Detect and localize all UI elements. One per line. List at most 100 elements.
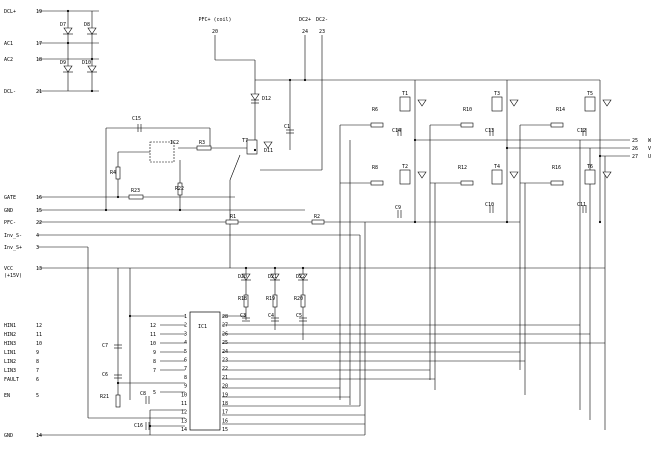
- pin-number: 9: [36, 350, 39, 356]
- pin-label: LIN3: [4, 368, 16, 374]
- part-label-r3: R3: [199, 140, 205, 146]
- part-label-c11: C11: [577, 202, 586, 208]
- junction-dot: [598, 154, 602, 158]
- part-label-d9: D9: [60, 60, 66, 66]
- ic1-right-pin: 18: [222, 401, 228, 407]
- pin-label: GND: [4, 208, 13, 214]
- ic1-left-pin: 9: [184, 384, 187, 390]
- pin-number: 8: [36, 359, 39, 365]
- junction-dot: [505, 146, 509, 150]
- top-pin-number: 24: [302, 29, 308, 35]
- part-label-c10: C10: [485, 202, 494, 208]
- ic1-right-pin: 24: [222, 349, 228, 355]
- part-label-c8: C8: [140, 391, 146, 397]
- pin-number: 10: [36, 341, 42, 347]
- capacitors: [114, 99, 587, 430]
- pin-number: 17: [36, 41, 42, 47]
- junction-dot: [303, 78, 307, 82]
- ic1-body: [189, 311, 221, 431]
- ic1-left-pin: 6: [184, 358, 187, 364]
- junction-dot: [598, 220, 602, 224]
- junction-dot: [66, 9, 70, 13]
- part-label-c1: C1: [284, 124, 290, 130]
- part-label-c7: C7: [102, 343, 108, 349]
- ic1-right-pin: 23: [222, 358, 228, 364]
- pin-label: FAULT: [4, 377, 19, 383]
- part-label-d8: D8: [84, 22, 90, 28]
- pin-number: 3: [36, 245, 39, 251]
- ic1-right-pin: 19: [222, 392, 228, 398]
- top-pin-label: DC2-: [316, 17, 328, 23]
- part-label-r20: R20: [294, 296, 303, 302]
- part-label-c5: C5: [296, 313, 302, 319]
- part-label-t1: T1: [402, 91, 408, 97]
- ic1-input-pin: 11: [150, 332, 156, 338]
- ic1-input-pin: 7: [153, 368, 156, 374]
- pin-number: 5: [36, 393, 39, 399]
- ic1-left-pin: 12: [181, 410, 187, 416]
- junctions: [66, 9, 602, 428]
- ic1-left-pin: 11: [181, 401, 187, 407]
- pin-label: LIN2: [4, 359, 16, 365]
- pin-number: 22: [36, 220, 42, 226]
- part-label-r23: R23: [131, 188, 140, 194]
- ic1-left-pin: 3: [184, 331, 187, 337]
- part-label-r19: R19: [266, 296, 275, 302]
- pin-number: 13: [36, 266, 42, 272]
- pin-label: VCC: [4, 266, 13, 272]
- pin-label: GATE: [4, 195, 16, 201]
- part-label-r21: R21: [100, 394, 109, 400]
- part-label-r8: R8: [372, 165, 378, 171]
- part-label-r16: R16: [552, 165, 561, 171]
- ic1-right-pin: 20: [222, 384, 228, 390]
- pin-label: AC1: [4, 41, 13, 47]
- junction-dot: [66, 41, 70, 45]
- top-pin-number: 23: [319, 29, 325, 35]
- ic1-right-pin: 26: [222, 331, 228, 337]
- wires: [38, 10, 630, 436]
- ic1-input-pin: 9: [153, 350, 156, 356]
- pin-label: DCL+: [4, 9, 16, 15]
- pin-number: 14: [36, 433, 42, 439]
- junction-dot: [90, 57, 94, 61]
- junction-dot: [288, 78, 292, 82]
- part-label-d10: D10: [82, 60, 91, 66]
- ic1-pin-numbers: 1234567891011121314282726252423222120191…: [150, 314, 228, 433]
- junction-dot: [178, 208, 182, 212]
- pin-number: 16: [36, 195, 42, 201]
- ic1-input-pin: 8: [153, 359, 156, 365]
- junction-dot: [244, 266, 248, 270]
- ic1-input-pin: 10: [150, 341, 156, 347]
- junction-dot: [104, 208, 108, 212]
- junction-dot: [148, 424, 152, 428]
- ic1-left-pin: 5: [184, 349, 187, 355]
- junction-dot: [505, 220, 509, 224]
- part-label-c9: C9: [395, 205, 401, 211]
- ic1-input-pin: 5: [153, 390, 156, 396]
- part-label-t7: T7: [242, 138, 248, 144]
- output-pin-number: 26: [632, 146, 638, 152]
- top-pin-label: DC2+: [299, 17, 311, 23]
- part-label-t4: T4: [494, 164, 500, 170]
- part-label-ic1: IC1: [198, 324, 207, 330]
- ic1-right-pin: 25: [222, 340, 228, 346]
- output-pin-label: W: [648, 138, 652, 144]
- part-label-r18: R18: [238, 296, 247, 302]
- pin-number: 11: [36, 332, 42, 338]
- part-label-r14: R14: [556, 107, 565, 113]
- ic1-left-pin: 7: [184, 366, 187, 372]
- pin-label: DCL-: [4, 89, 16, 95]
- part-label-d11: D11: [264, 148, 273, 154]
- pin-label: LIN1: [4, 350, 16, 356]
- pin-number: 15: [36, 208, 42, 214]
- part-label-d12: D12: [262, 96, 271, 102]
- part-label-c14: C14: [392, 128, 401, 134]
- pin-label: HIN2: [4, 332, 16, 338]
- part-label-c4: C4: [268, 313, 274, 319]
- ic1-right-pin: 27: [222, 323, 228, 329]
- pin-number: 19: [36, 9, 42, 15]
- pin-number: 18: [36, 57, 42, 63]
- top-pin-label: PFC+ (coil): [198, 17, 231, 23]
